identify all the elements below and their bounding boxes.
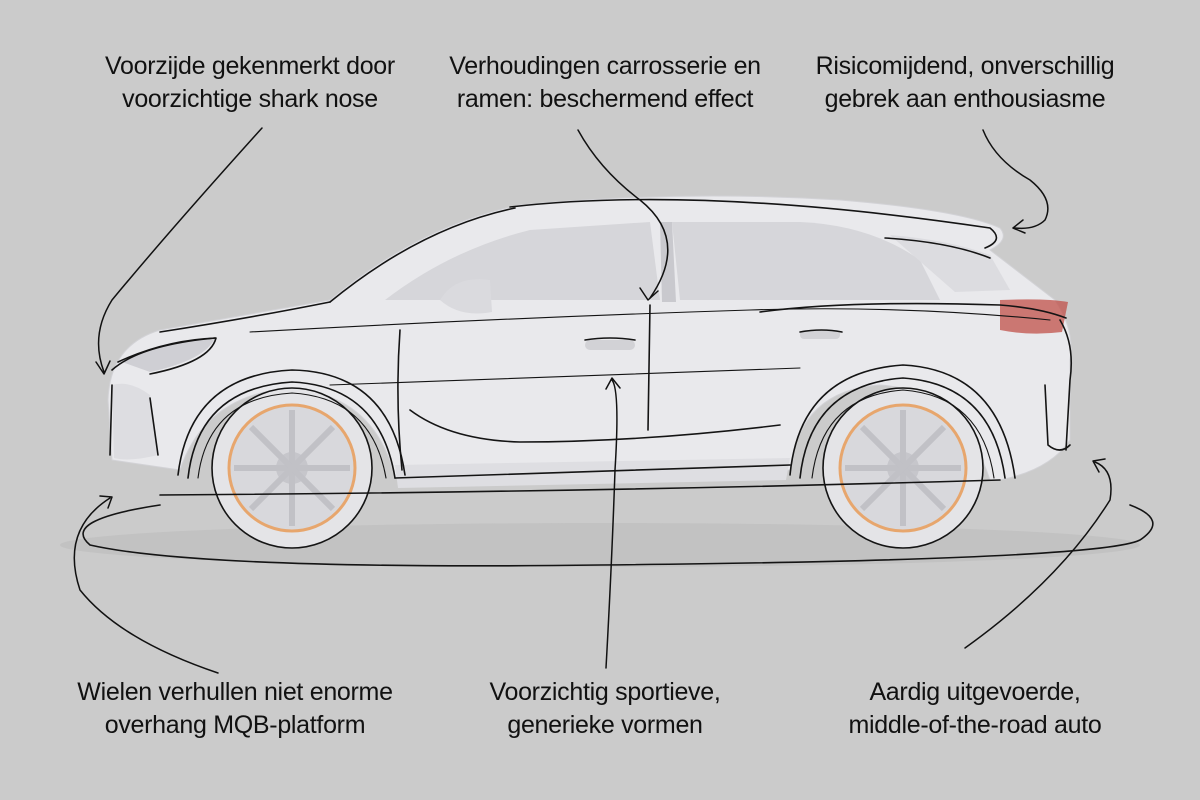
annotation-wheels-overhang: Wielen verhullen niet enorme overhang MQ… [55, 676, 415, 742]
annotation-line: Voorzijde gekenmerkt door [105, 52, 395, 80]
annotation-front-shark-nose: Voorzijde gekenmerkt door voorzichtige s… [70, 50, 430, 116]
car-body [107, 195, 1072, 488]
sketch-lines [82, 198, 1154, 567]
annotation-line: Aardig uitgevoerde, [869, 678, 1081, 706]
arrow-risk [982, 129, 1049, 230]
leader-arrows [73, 127, 1112, 674]
rear-wheel [823, 388, 983, 548]
annotation-middle-of-the-road: Aardig uitgevoerde, middle-of-the-road a… [795, 676, 1155, 742]
arrow-sporty [605, 379, 618, 669]
arrow-front-nose [97, 127, 263, 373]
side-mirror [440, 279, 492, 314]
annotation-line: Risicomijdend, onverschillig [815, 52, 1115, 80]
rear-door-handle [800, 330, 840, 339]
annotation-line: voorzichtige shark nose [122, 85, 378, 113]
tail-light [1000, 299, 1068, 334]
annotation-line: middle-of-the-road auto [848, 711, 1102, 739]
annotation-line: Verhoudingen carrosserie en [449, 52, 761, 80]
annotation-line: ramen: beschermend effect [456, 85, 754, 113]
front-bumper [112, 383, 158, 460]
annotation-line: Wielen verhullen niet enorme [77, 678, 393, 706]
front-door-handle [585, 340, 635, 350]
headlight [122, 338, 215, 372]
annotation-risk-averse: Risicomijdend, onverschillig gebrek aan … [785, 50, 1145, 116]
annotation-line: Voorzichtig sportieve, [489, 678, 721, 706]
arrow-wheels [73, 497, 219, 674]
arrow-proportions [577, 129, 669, 299]
annotation-sporty-shapes: Voorzichtig sportieve, generieke vormen [425, 676, 785, 742]
rear-window [672, 222, 940, 300]
annotation-proportions: Verhoudingen carrosserie en ramen: besch… [425, 50, 785, 116]
lower-body-cladding [395, 458, 790, 488]
annotation-line: generieke vormen [507, 711, 703, 739]
front-wheel [212, 388, 372, 548]
annotation-line: overhang MQB-platform [104, 711, 366, 739]
quarter-window [890, 235, 1010, 292]
front-window [385, 222, 660, 300]
annotation-line: gebrek aan enthousiasme [824, 85, 1106, 113]
arrow-middle [964, 461, 1112, 649]
b-pillar [660, 222, 676, 302]
